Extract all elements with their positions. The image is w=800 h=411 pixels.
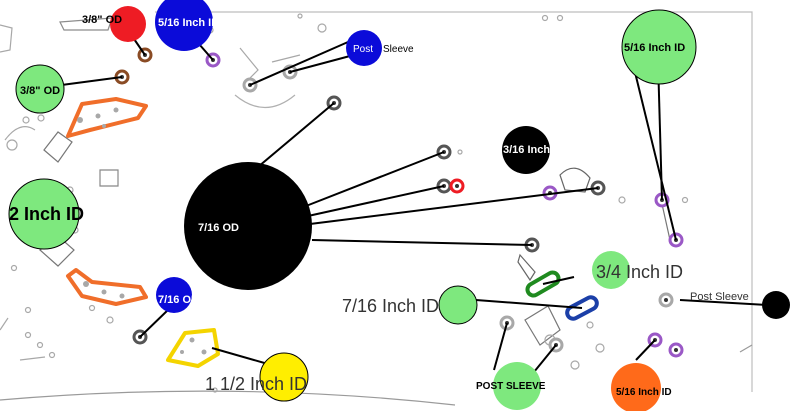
yellow-kicker-rubber	[166, 328, 220, 368]
callout-green-7-16	[438, 285, 478, 325]
callout-black-3-16	[502, 126, 550, 174]
label-od-3-8-left: 3/8" OD	[20, 85, 60, 97]
playfield-outline	[0, 11, 753, 406]
callout-green-3-4	[592, 251, 630, 289]
callout-green-post-sleeve	[493, 362, 541, 410]
label-id-5-16-bottom: 5/16 Inch ID	[616, 387, 672, 398]
post-purple-bottom-b	[668, 342, 684, 358]
callout-green-right-top	[621, 9, 697, 85]
callout-green-left	[15, 64, 65, 114]
label-post-sleeve-bottom: POST SLEEVE	[476, 381, 546, 392]
label-od-3-8-top: 3/8" OD	[82, 14, 122, 26]
label-post-top: Post	[353, 44, 373, 55]
labels: 3/8" OD 5/16 Inch ID Post Sleeve 5/16 In…	[9, 14, 749, 398]
label-od-7-16-small: 7/16 OD	[158, 294, 199, 306]
callout-blue-small	[156, 277, 192, 313]
label-id-7-16: 7/16 Inch ID	[342, 296, 439, 316]
callout-red-od	[110, 6, 146, 42]
left-upper-sling-rubber	[66, 97, 148, 138]
leader-lines	[53, 27, 769, 373]
callout-blue-top	[155, 0, 213, 51]
post-grey-right	[658, 292, 674, 308]
label-id-5-16-top: 5/16 Inch ID	[158, 17, 219, 29]
label-od-7-16-big: 7/16 OD	[198, 222, 239, 234]
rubber-shapes	[66, 97, 599, 368]
label-sleeve-top: Sleeve	[383, 44, 414, 55]
label-id-1-1-2: 1 1/2 Inch ID	[205, 374, 307, 394]
callout-green-2inch	[8, 178, 80, 250]
label-id-5-16-right: 5/16 Inch ID	[624, 42, 685, 54]
post-red	[449, 178, 465, 194]
label-id-3-16: 3/16 Inch ID	[503, 144, 564, 156]
label-post-sleeve-right: Post Sleeve	[690, 291, 749, 303]
callout-blue-post	[346, 30, 382, 66]
left-lower-sling-rubber	[66, 268, 148, 306]
label-id-3-4: 3/4 Inch ID	[596, 262, 683, 282]
callout-yellow	[259, 352, 309, 402]
callout-black-big	[184, 162, 312, 290]
callout-orange	[611, 363, 661, 411]
blue-rubber-ring	[565, 295, 599, 321]
callout-black-right	[762, 291, 790, 319]
callouts	[8, 0, 790, 411]
label-id-2-inch: 2 Inch ID	[9, 204, 84, 224]
green-rubber-ring	[525, 270, 561, 298]
